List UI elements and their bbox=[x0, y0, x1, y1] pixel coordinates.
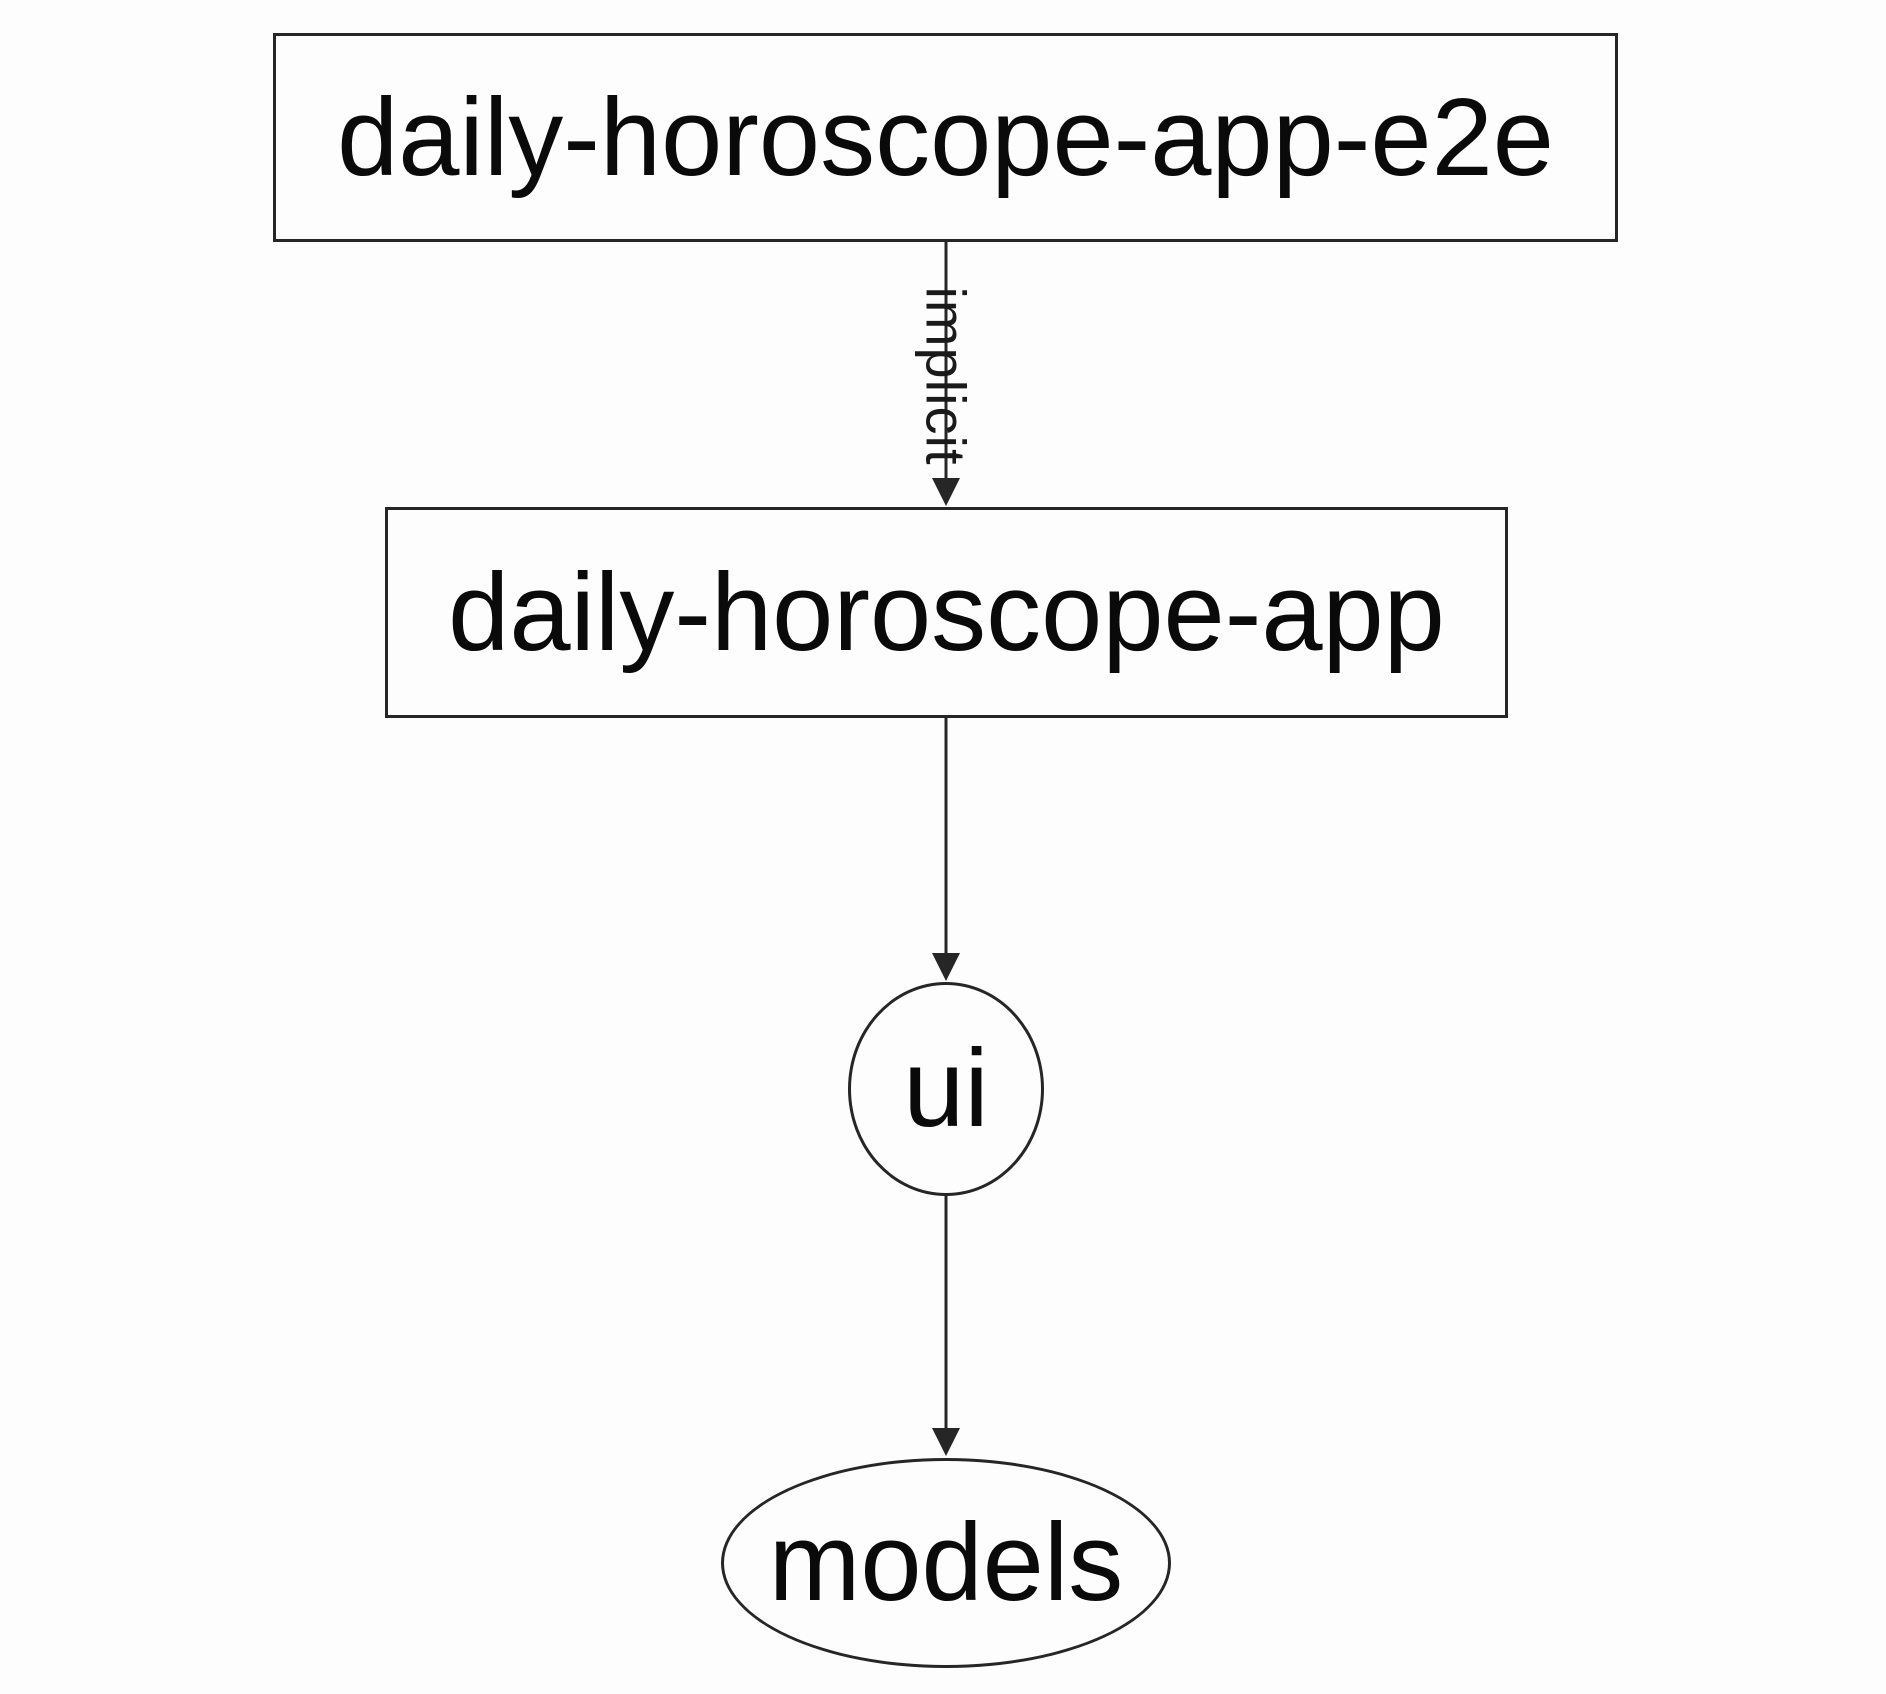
arrowhead-icon bbox=[932, 1428, 960, 1456]
node-models[interactable]: models bbox=[721, 1458, 1171, 1668]
edge-e2e-to-app bbox=[932, 242, 960, 506]
edge-ui-to-models bbox=[932, 1196, 960, 1456]
node-daily-horoscope-app-e2e[interactable]: daily-horoscope-app-e2e bbox=[273, 33, 1618, 242]
node-label: models bbox=[768, 1501, 1124, 1624]
edge-label-implicit: implicit bbox=[914, 286, 978, 466]
node-label: ui bbox=[903, 1027, 989, 1150]
arrowhead-icon bbox=[932, 953, 960, 981]
node-label: daily-horoscope-app bbox=[448, 550, 1445, 674]
node-label: daily-horoscope-app-e2e bbox=[337, 75, 1554, 199]
arrowhead-icon bbox=[932, 478, 960, 506]
node-daily-horoscope-app[interactable]: daily-horoscope-app bbox=[385, 507, 1508, 718]
node-ui[interactable]: ui bbox=[848, 982, 1044, 1196]
edge-app-to-ui bbox=[932, 718, 960, 981]
